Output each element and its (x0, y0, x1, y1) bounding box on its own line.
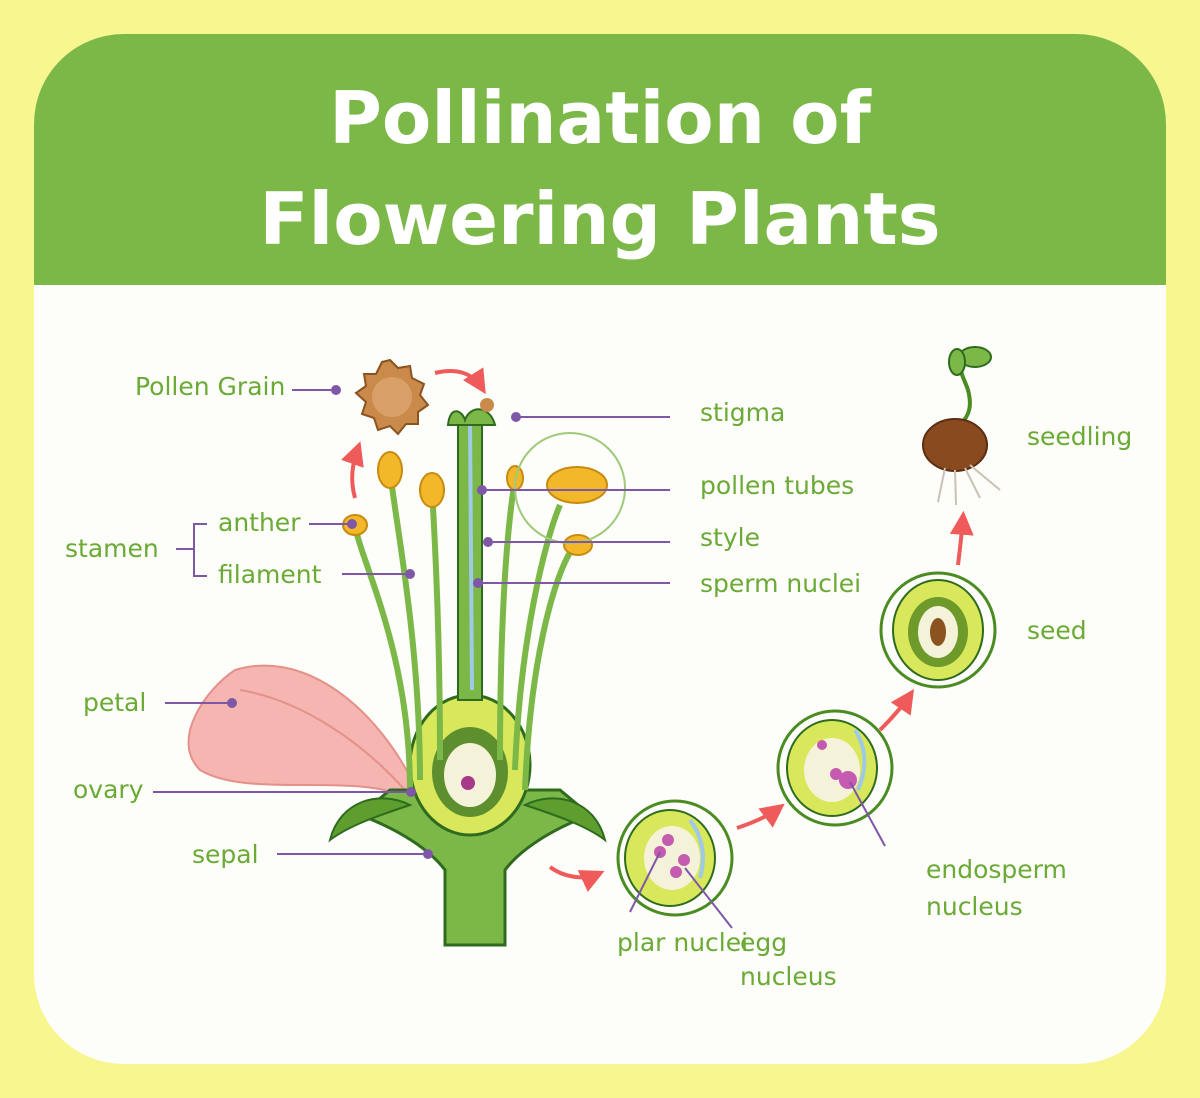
title-line-1: Pollination of (329, 76, 871, 160)
ovule-stage-1 (616, 799, 734, 917)
label-seed: seed (1027, 616, 1087, 645)
label-endosperm-line-1: endosperm (926, 855, 1067, 884)
pollen-grain-illustration (354, 358, 430, 436)
label-anther: anther (218, 508, 301, 537)
flower-illustration (187, 398, 626, 947)
label-pollen-tubes: pollen tubes (700, 471, 855, 500)
label-ovary: ovary (73, 775, 144, 804)
process-arrows (341, 367, 974, 892)
seedling-illustration (922, 346, 1001, 506)
label-pollen-grain: Pollen Grain (135, 372, 286, 401)
label-endosperm-line-2: nucleus (926, 892, 1023, 921)
sepal-left-shape (328, 797, 413, 843)
diagram-card: Pollination of Flowering Plants (34, 34, 1166, 1064)
label-style: style (700, 523, 760, 552)
label-stigma: stigma (700, 398, 786, 427)
label-petal: petal (83, 688, 147, 717)
label-seedling: seedling (1027, 422, 1133, 451)
ovule-stage-2 (776, 709, 894, 827)
leader-lines (153, 389, 886, 929)
label-polar-nuclei: plar nuclei (617, 928, 749, 957)
label-sperm-nuclei: sperm nuclei (700, 569, 862, 598)
petal-shape (187, 664, 413, 802)
label-filament: filament (218, 560, 322, 589)
label-sepal: sepal (192, 840, 259, 869)
sepal-right-shape (522, 797, 607, 843)
leader-dots (227, 385, 521, 859)
label-egg-line-2: nucleus (740, 962, 837, 991)
title-banner: Pollination of Flowering Plants (34, 34, 1166, 285)
label-stamen: stamen (65, 534, 159, 563)
seed-stage (879, 571, 997, 689)
stigma-shape (446, 408, 497, 426)
label-egg-line-1: egg (740, 928, 788, 957)
title-line-2: Flowering Plants (259, 177, 941, 261)
